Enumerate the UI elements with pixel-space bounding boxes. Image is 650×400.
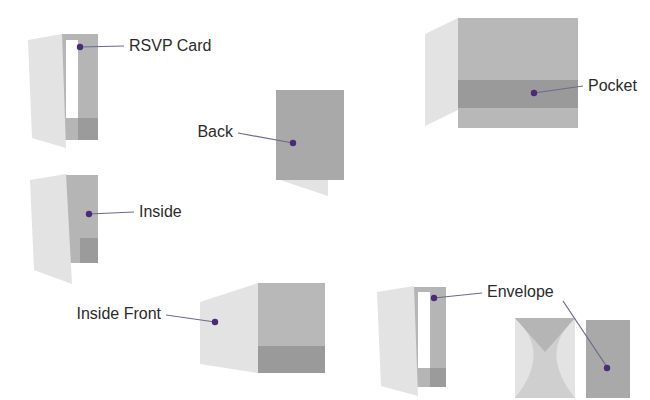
back-panel: [62, 34, 98, 140]
pocket-band: [430, 368, 446, 387]
part-label: RSVP Card: [129, 36, 211, 56]
part-label: Back: [197, 122, 233, 142]
envelopes: [515, 301, 630, 398]
part-label: Pocket: [588, 76, 637, 96]
back-folder: [238, 90, 344, 196]
envelope-top-flap: [515, 318, 575, 352]
leader-line: [89, 212, 134, 214]
leader-line: [563, 301, 607, 367]
insert-card: [418, 292, 430, 368]
part-label: Inside Front: [77, 304, 161, 324]
front-flap: [377, 286, 418, 396]
pocket-folder: [425, 18, 583, 128]
pocket-band: [80, 238, 98, 263]
pocket-band: [258, 346, 325, 373]
envelope-folder: [377, 286, 482, 396]
part-label: Inside: [139, 202, 182, 222]
leader-dot: [212, 319, 218, 325]
leader-line: [238, 133, 293, 143]
front-flap: [28, 34, 66, 148]
pocket-band: [458, 80, 578, 108]
back-panel: [258, 283, 325, 373]
part-label: Envelope: [487, 282, 554, 302]
front-flap: [30, 174, 72, 284]
inside-folder: [30, 174, 134, 284]
flap-corner: [280, 180, 328, 196]
front-flap: [425, 18, 458, 126]
leader-dot: [77, 44, 83, 50]
envelope-front: [586, 320, 630, 398]
back-panel: [66, 175, 98, 263]
leader-dot: [531, 90, 537, 96]
leader-line: [534, 86, 583, 93]
leader-line: [166, 315, 215, 322]
rsvp-card: [66, 40, 78, 118]
inside-front-folder: [166, 283, 325, 373]
leader-dot: [290, 140, 296, 146]
leader-dot: [604, 365, 610, 371]
leader-dot: [431, 295, 437, 301]
rsvp-folder: [28, 34, 124, 148]
leader-line: [434, 293, 482, 298]
envelope-back: [515, 318, 575, 398]
front-flap: [200, 283, 258, 373]
pocket-band: [78, 118, 98, 140]
leader-line: [80, 46, 124, 47]
leader-dot: [86, 211, 92, 217]
back-panel: [458, 18, 578, 128]
back-panel: [414, 287, 446, 387]
back-panel: [276, 90, 344, 180]
